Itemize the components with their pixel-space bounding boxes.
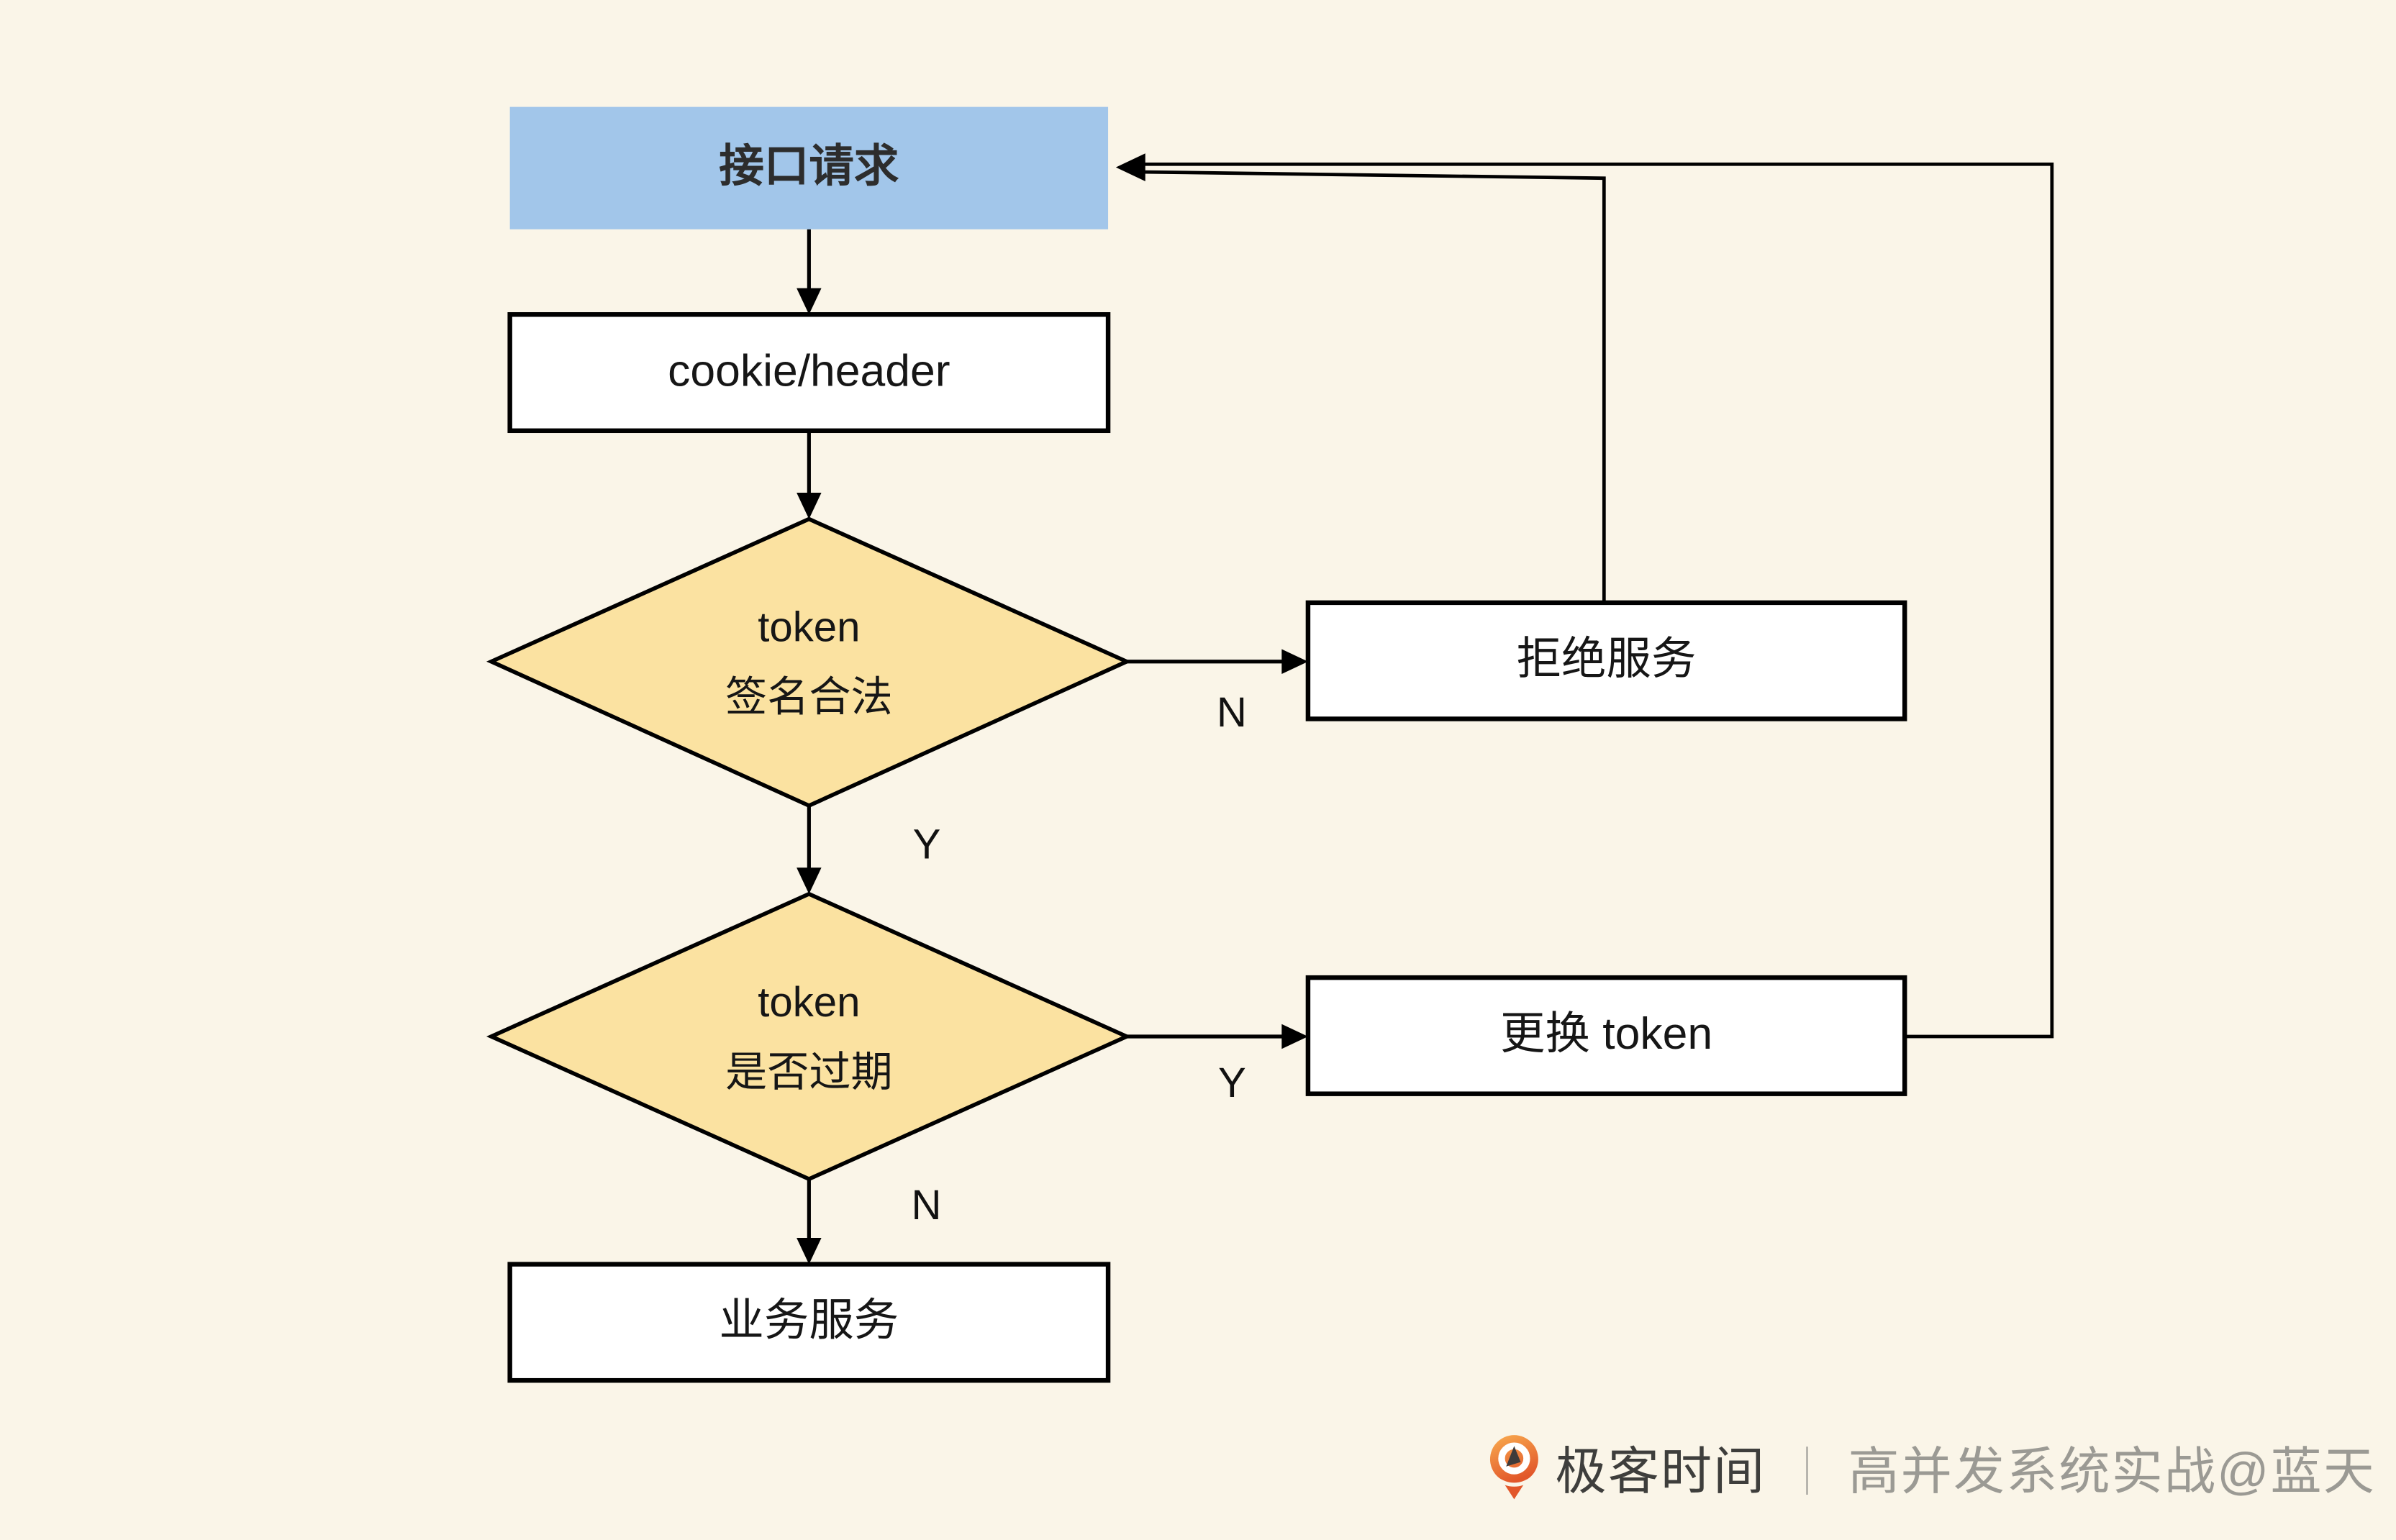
edge-api-to-cookie xyxy=(797,229,822,315)
edge-signature-yes-to-expired xyxy=(797,806,822,894)
edge-reject-to-api-feedback xyxy=(1143,170,1606,603)
edge-expired-yes-to-replace xyxy=(1126,1024,1308,1049)
decision-token-expired-shape xyxy=(486,891,1132,1182)
feedback-arrowhead xyxy=(1115,153,1145,182)
edge-signature-no-to-reject xyxy=(1126,649,1308,674)
footer-credit: 高并发系统实战@蓝天 xyxy=(1848,1442,2376,1500)
edge-expired-no-to-business xyxy=(797,1179,822,1265)
footer-separator: ｜ xyxy=(1783,1444,1831,1499)
node-api-request-shape xyxy=(509,106,1109,229)
geektime-logo-icon xyxy=(1489,1435,1538,1500)
node-reject-service-shape xyxy=(1305,600,1907,721)
edge-cookie-to-signature xyxy=(797,430,822,519)
node-business-service-shape xyxy=(507,1262,1111,1383)
node-replace-token-shape xyxy=(1305,975,1907,1096)
edge-replace-to-api-feedback xyxy=(1143,162,2054,1039)
footer-watermark: 极客时间 ｜ 高并发系统实战@蓝天 xyxy=(1489,1427,2376,1508)
node-cookie-header-shape xyxy=(507,312,1111,434)
decision-token-signature-shape xyxy=(486,516,1132,808)
footer-brand: 极客时间 xyxy=(1555,1442,1766,1500)
